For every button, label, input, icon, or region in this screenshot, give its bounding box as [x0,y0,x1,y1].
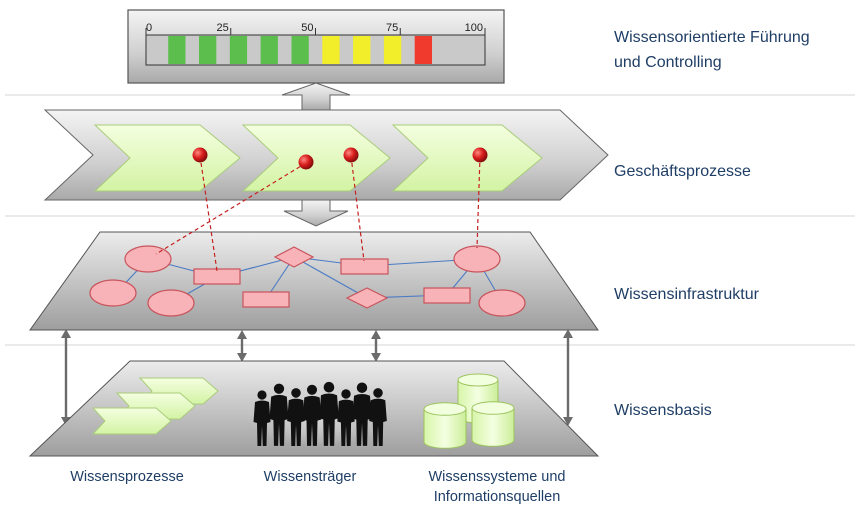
controlling-gauge: 0 25 50 75 100 [127,9,505,84]
gauge-tick-label: 0 [146,22,152,34]
infrastructure-platform [29,231,599,331]
node-ellipse [478,289,526,317]
node-rect [423,287,471,304]
person-silhouette-icon [269,383,289,446]
cylinder-icon [423,402,467,449]
gauge-bar [199,36,217,64]
node-ellipse [453,245,501,273]
marker-ball [298,154,314,170]
person-silhouette-icon [352,382,372,446]
person-silhouette-icon [253,390,271,446]
node-ellipse [89,279,137,307]
caption-carriers: Wissensträger [264,469,357,485]
process-step-2 [241,124,391,192]
layer-label-infrastructure: Wissensinfrastruktur [614,286,760,303]
marker-ball [343,147,359,163]
knowledge-process-icon [91,377,219,435]
people-silhouette-icon [253,381,387,446]
arrow-up-icon [281,82,351,111]
node-rect [193,268,241,285]
gauge-tick-label: 75 [386,22,398,34]
process-step-1 [93,124,241,192]
double-arrow-icon [61,329,71,338]
gauge-bar [291,36,309,64]
gauge-bar [260,36,278,64]
double-arrow-icon [371,353,381,362]
gauge-bar [229,36,248,64]
node-ellipse [124,245,172,273]
double-arrow-icon [563,417,573,426]
gauge-tick-label: 50 [301,22,313,34]
caption-processes: Wissensprozesse [70,469,184,485]
cylinder-icon [471,401,515,447]
knowledge-base-platform [28,360,600,457]
node-rect [242,291,290,308]
layer-label-knowledge-base: Wissensbasis [614,402,712,419]
person-silhouette-icon [302,384,322,446]
double-arrow-icon [237,330,247,339]
marker-ball [192,147,208,163]
double-arrow-icon [563,329,573,338]
gauge-bar [353,36,371,64]
node-ellipse [147,289,195,317]
node-rect [340,258,389,275]
gauge-bar [322,36,340,64]
person-silhouette-icon [287,388,305,446]
business-process-band [43,109,609,201]
caption-systems: Wissenssysteme und [429,469,566,485]
gauge-bar [414,36,432,64]
double-arrow-icon [237,353,247,362]
gauge-tick-label: 100 [465,22,483,34]
person-silhouette-icon [369,388,387,446]
node-diamond [345,287,389,309]
layer-label-processes: Geschäftsprozesse [614,163,751,180]
marker-ball [472,147,488,163]
gauge-bar [168,36,186,64]
person-silhouette-icon [337,389,355,446]
gauge-tick-label: 25 [217,22,229,34]
arrow-down-icon [283,199,349,227]
layer-label-management: Wissensorientierte Führung [614,29,810,46]
caption-systems-line2: Informationsquellen [434,489,561,505]
person-silhouette-icon [319,381,339,446]
process-step-3 [391,124,543,192]
gauge-bar [383,36,402,64]
process-infrastructure-links [155,155,481,272]
process-markers [192,147,488,170]
double-arrow-icon [371,330,381,339]
database-icon [423,373,515,449]
node-diamond [273,246,315,268]
layer-label-management-line2: und Controlling [614,54,722,71]
